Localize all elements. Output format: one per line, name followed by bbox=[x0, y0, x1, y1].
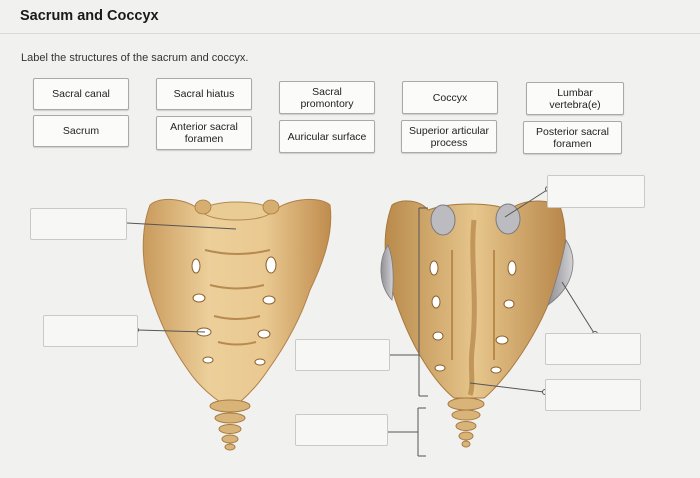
anterior-coccyx bbox=[209, 399, 251, 451]
header-divider bbox=[0, 33, 700, 34]
term-label: Sacral canal bbox=[52, 88, 110, 100]
posterior-sacral-foramina bbox=[429, 260, 517, 374]
term-superior-articular-process[interactable]: Superior articular process bbox=[401, 120, 497, 153]
instructions: Label the structures of the sacrum and c… bbox=[21, 52, 249, 64]
term-sacrum[interactable]: Sacrum bbox=[33, 115, 129, 147]
term-label: Posterior sacral foramen bbox=[536, 125, 609, 150]
drop-target-3[interactable] bbox=[295, 339, 390, 371]
superior-articular-process-left bbox=[430, 204, 456, 236]
term-sacral-hiatus[interactable]: Sacral hiatus bbox=[156, 78, 252, 110]
term-coccyx[interactable]: Coccyx bbox=[402, 81, 498, 114]
drop-target-1[interactable] bbox=[30, 208, 127, 240]
sacrum-anterior-view bbox=[142, 198, 332, 451]
term-label: Lumbar vertebra(e) bbox=[549, 86, 601, 111]
term-posterior-sacral-foramen[interactable]: Posterior sacral foramen bbox=[523, 121, 622, 154]
anterior-sacrum-body bbox=[142, 198, 332, 403]
drop-target-2[interactable] bbox=[43, 315, 138, 347]
term-label: Coccyx bbox=[432, 91, 468, 104]
posterior-coccyx bbox=[447, 397, 485, 448]
page-title: Sacrum and Coccyx bbox=[20, 8, 159, 24]
anterior-sacral-foramina bbox=[191, 256, 277, 366]
auricular-surface-right bbox=[547, 238, 574, 307]
auricular-surface-left bbox=[380, 244, 394, 301]
sacral-promontory-top bbox=[202, 201, 272, 221]
term-lumbar-vertebrae[interactable]: Lumbar vertebra(e) bbox=[526, 82, 624, 115]
term-label: Superior articular process bbox=[409, 124, 489, 149]
drop-target-5[interactable] bbox=[547, 175, 645, 208]
term-auricular-surface[interactable]: Auricular surface bbox=[279, 120, 375, 153]
drop-target-6[interactable] bbox=[545, 333, 641, 365]
term-sacral-canal[interactable]: Sacral canal bbox=[33, 78, 129, 110]
sacrum-posterior-view bbox=[380, 200, 574, 448]
drop-target-7[interactable] bbox=[545, 379, 641, 411]
term-anterior-sacral-foramen[interactable]: Anterior sacral foramen bbox=[156, 116, 252, 150]
term-label: Auricular surface bbox=[287, 130, 367, 143]
drop-target-4[interactable] bbox=[295, 414, 388, 446]
superior-articular-process-right bbox=[495, 203, 521, 235]
term-label: Sacral hiatus bbox=[173, 88, 235, 100]
term-label: Sacrum bbox=[62, 125, 100, 137]
term-label: Anterior sacral foramen bbox=[170, 121, 238, 145]
term-sacral-promontory[interactable]: Sacral promontory bbox=[279, 81, 375, 114]
term-label: Sacral promontory bbox=[300, 85, 354, 110]
